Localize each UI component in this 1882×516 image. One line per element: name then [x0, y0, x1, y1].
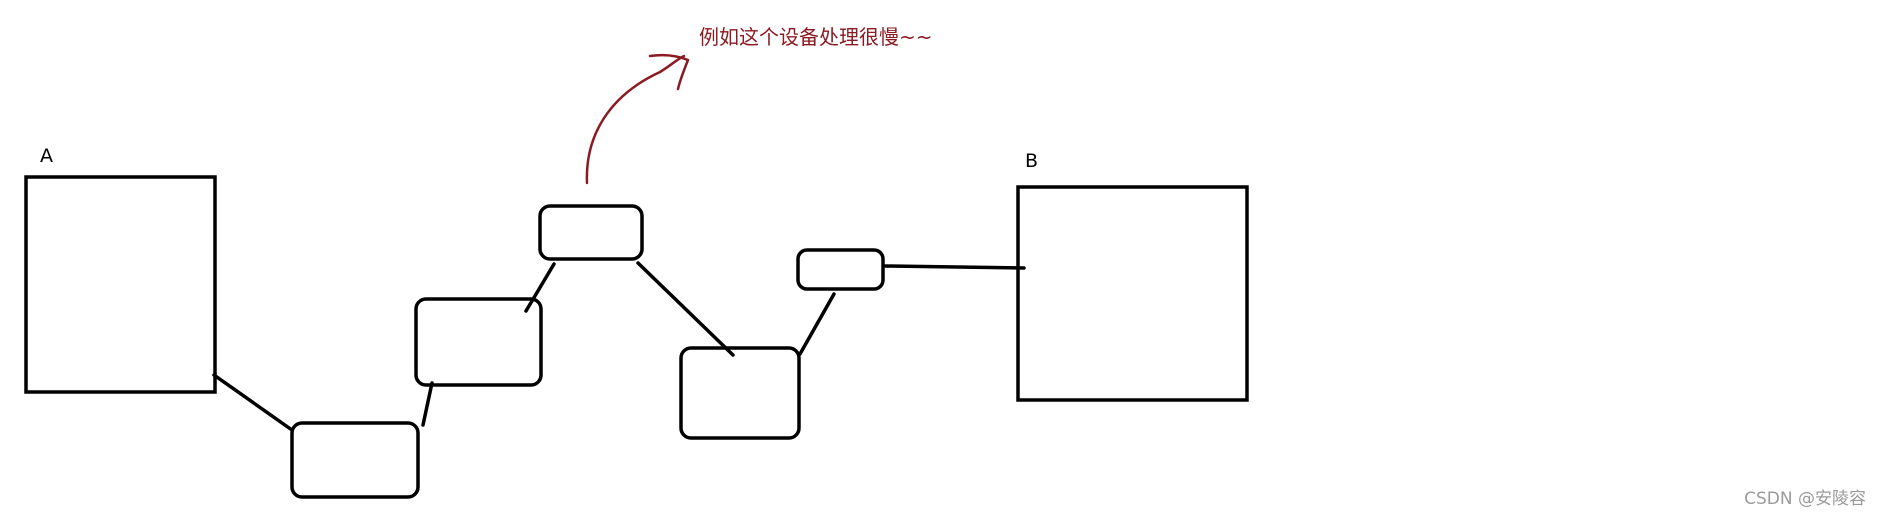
link-device-5-to-b — [883, 264, 1026, 270]
slow-device-box — [538, 204, 644, 261]
link-a-to-device-1 — [212, 373, 294, 432]
endpoint-a-box — [24, 175, 217, 394]
link-device-4-to-device-5 — [798, 292, 836, 356]
device-box-2 — [414, 297, 543, 387]
watermark-text: CSDN @安陵容 — [1744, 489, 1866, 509]
endpoint-a-label: A — [40, 145, 53, 167]
annotation-text: 例如这个设备处理很慢~~ — [699, 25, 933, 49]
annotation-arrow — [585, 53, 690, 185]
device-box-4 — [679, 346, 801, 440]
device-box-1 — [290, 421, 420, 499]
device-box-5 — [796, 248, 885, 291]
link-slow-device-to-device-4 — [636, 261, 735, 357]
endpoint-b-box — [1016, 185, 1249, 402]
endpoint-b-label: B — [1025, 150, 1038, 172]
link-device-1-to-device-2 — [421, 381, 434, 427]
link-device-2-to-slow-device — [524, 262, 556, 313]
